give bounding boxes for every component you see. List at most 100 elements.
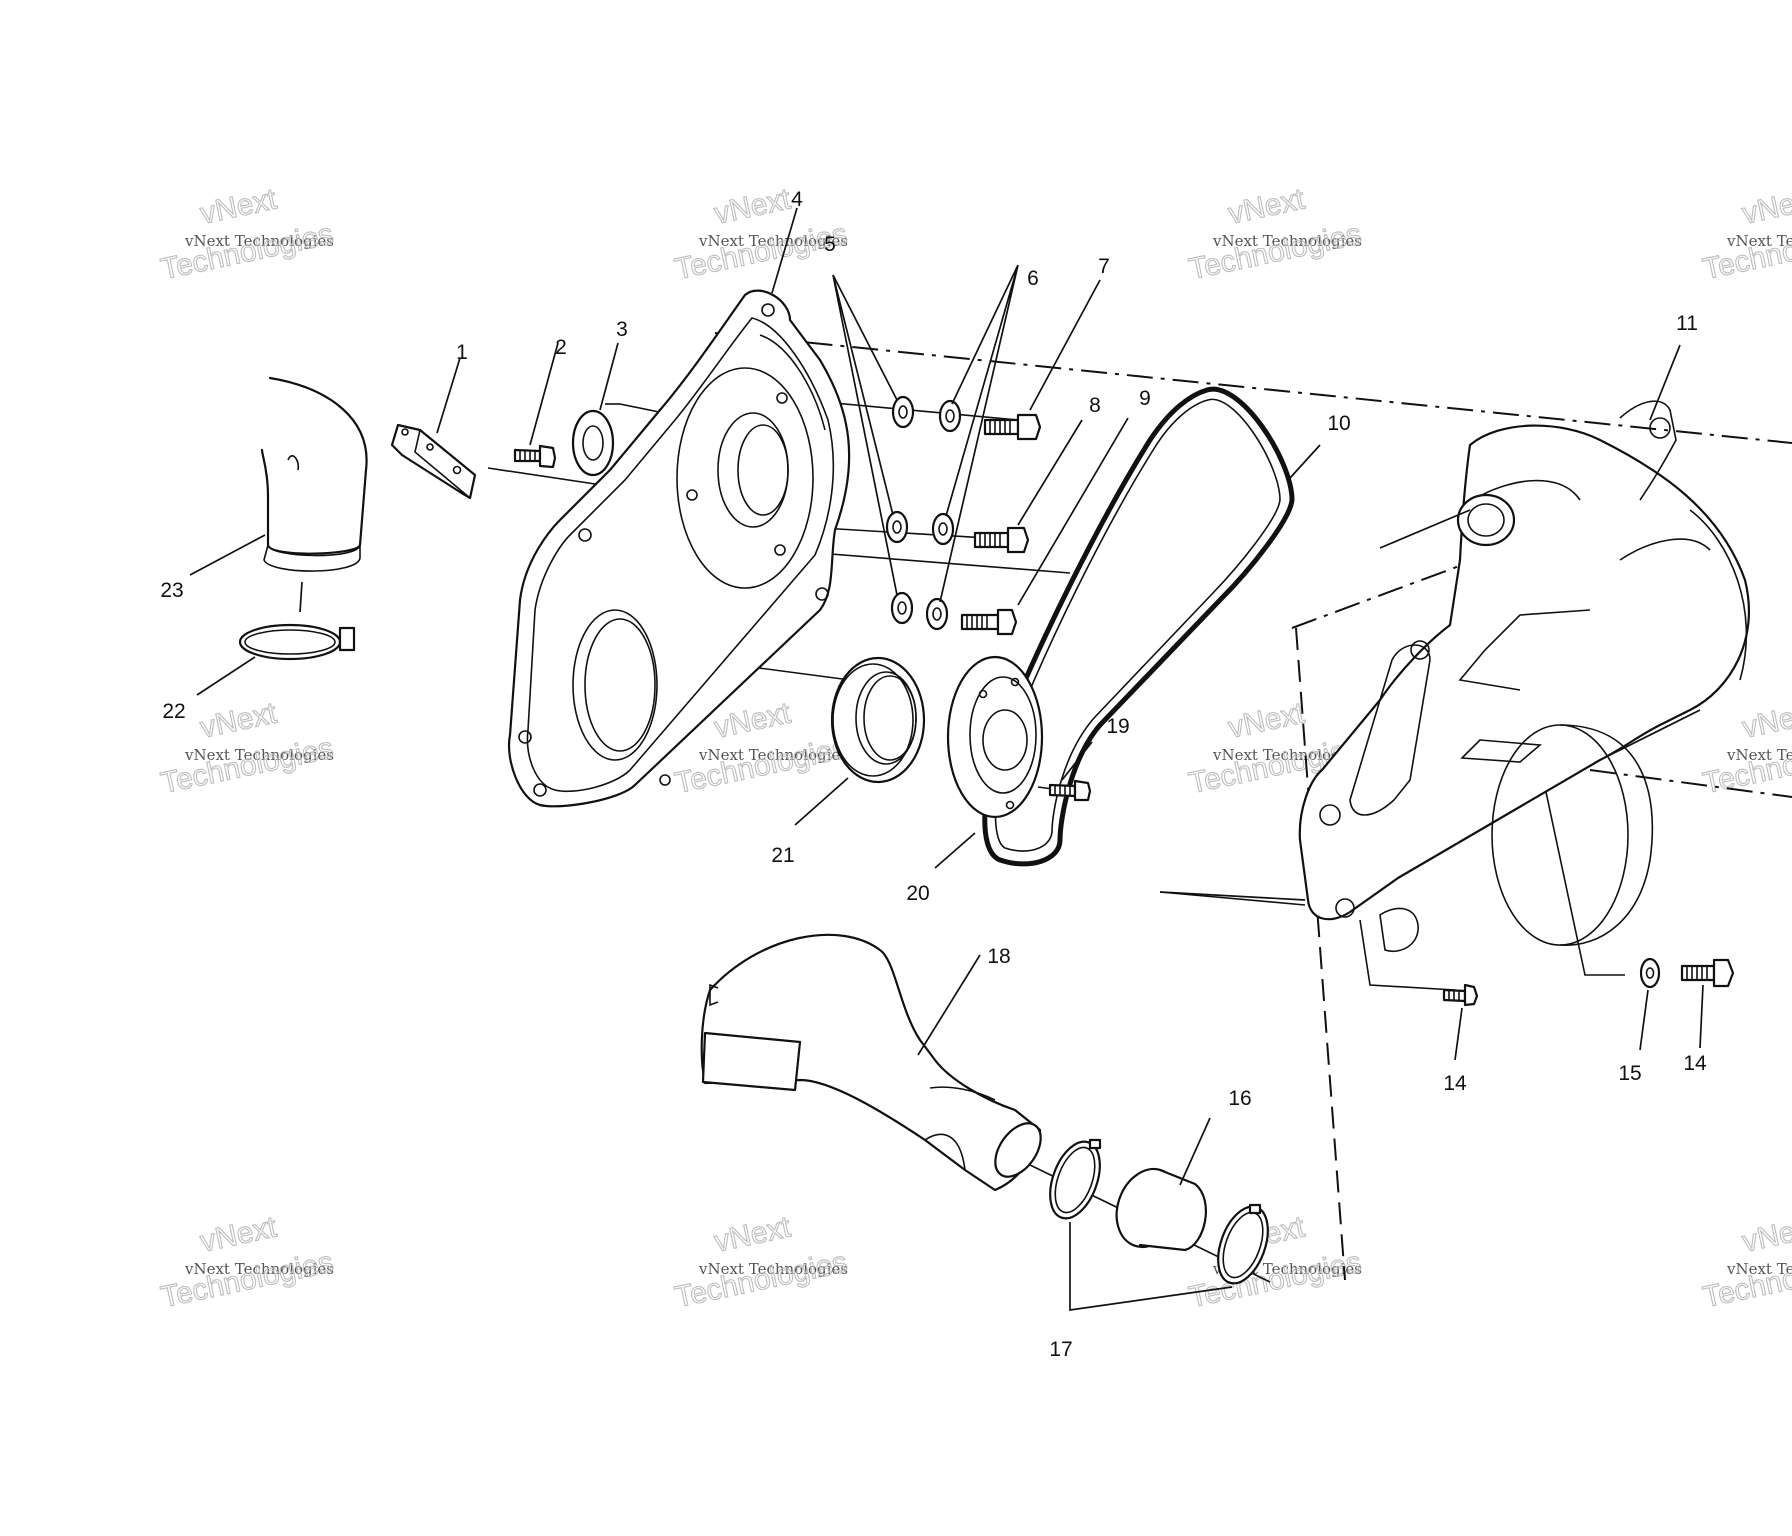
callout-9: 9 xyxy=(1139,387,1151,410)
leader-9 xyxy=(1017,417,1129,606)
washer-hole xyxy=(1645,967,1655,979)
watermark-outline-top: vNext xyxy=(197,1211,280,1259)
seal-outer xyxy=(830,656,926,784)
center-line-washer-3b xyxy=(619,403,665,414)
washer-6 xyxy=(925,597,949,631)
watermark-line: vNext Technologies xyxy=(698,746,848,764)
leader-15 xyxy=(1639,989,1649,1051)
clamp-left xyxy=(1049,1140,1101,1220)
duct-body xyxy=(700,933,1042,1192)
screw-head xyxy=(538,444,557,469)
part-5-washers xyxy=(832,274,915,625)
callout-2: 2 xyxy=(555,336,567,359)
washer-6-hole xyxy=(938,522,948,536)
watermark: vNext Technologies vNext Technologies xyxy=(1700,1210,1792,1315)
watermark-outline-bottom: Technologies xyxy=(1186,218,1364,287)
seal-plate-hole xyxy=(1010,677,1020,687)
leader-17 xyxy=(1069,1222,1233,1311)
watermark-outline-bottom: Technologies xyxy=(158,1246,336,1315)
washer-6-hole xyxy=(932,607,942,621)
bracket-fold xyxy=(414,429,471,499)
cover-mount-hole xyxy=(1335,898,1355,918)
callout-11: 11 xyxy=(1676,312,1698,335)
watermark-outline-bottom: Technologies xyxy=(158,732,336,801)
part-3-washer xyxy=(571,342,619,477)
plate-mount-hole xyxy=(659,774,671,786)
washer-5 xyxy=(890,591,914,625)
callout-14-right: 14 xyxy=(1683,1052,1707,1075)
cover-bottom-ear xyxy=(1379,907,1419,952)
callout-23: 23 xyxy=(160,579,183,602)
plate-mount-hole xyxy=(815,587,829,601)
watermark: vNext Technologies vNext Technologies xyxy=(158,182,337,287)
cover-mount-hole xyxy=(1319,804,1341,826)
cover-mount-hole xyxy=(1649,417,1671,439)
duct-body xyxy=(260,376,368,555)
callout-7: 7 xyxy=(1098,255,1110,278)
clamp-left-screw xyxy=(1088,1138,1102,1150)
watermark: vNext Technologies vNext Technologies xyxy=(1186,182,1365,287)
part-2-screw xyxy=(513,342,559,469)
washer-5-hole xyxy=(897,601,907,615)
watermark-line: vNext Technologies xyxy=(1726,232,1792,250)
watermark-line: vNext Technologies xyxy=(1212,746,1362,764)
bracket-hole xyxy=(426,443,434,451)
screw-threads xyxy=(519,450,536,461)
callout-4: 4 xyxy=(791,188,803,211)
watermark-line: vNext Technologies xyxy=(184,1260,334,1278)
part-9-bolt xyxy=(960,417,1129,636)
leader-2 xyxy=(529,342,559,446)
bolt-threads xyxy=(989,420,1011,434)
plate-mount-hole xyxy=(533,783,547,797)
leader-cover-edge xyxy=(1159,891,1306,901)
part-6-lock-washers xyxy=(925,264,1019,631)
leader-1 xyxy=(436,357,461,434)
part-16-boot xyxy=(1115,1117,1211,1252)
bracket-body xyxy=(390,423,477,500)
cover-outline xyxy=(1298,424,1750,921)
watermark-outline-top: vNext xyxy=(197,697,280,745)
plate-outline xyxy=(507,289,851,808)
duct-tab xyxy=(709,983,719,1007)
leader-23 xyxy=(189,534,266,576)
part-15-washer xyxy=(1639,957,1661,1051)
seal-plate-bore xyxy=(982,709,1028,771)
callout-14-lower: 14 xyxy=(1443,1072,1467,1095)
watermark: vNext Technologies vNext Technologies xyxy=(672,182,851,287)
bracket-hole xyxy=(401,428,409,436)
clamp-right-screw xyxy=(1248,1203,1262,1215)
plate-drive-bore xyxy=(572,609,658,761)
belt-inner xyxy=(994,398,1281,852)
watermark-line: vNext Technologies xyxy=(1212,232,1362,250)
cover-vent-bore xyxy=(1467,503,1505,537)
watermark-outline-top: vNext xyxy=(1225,697,1308,745)
watermark-line: vNext Technologies xyxy=(698,232,848,250)
part-14-bolt-right xyxy=(1680,958,1735,1049)
cover-label-recess xyxy=(1458,609,1591,691)
callout-10: 10 xyxy=(1327,412,1350,435)
watermark: vNext Technologies vNext Technologies xyxy=(1700,696,1792,801)
part-14-screw-lower xyxy=(1442,983,1479,1061)
leader-11 xyxy=(1649,344,1681,421)
watermark-outline-top: vNext xyxy=(1739,1211,1792,1259)
bolt-threads xyxy=(979,533,1001,547)
leader-14a xyxy=(1454,1007,1463,1061)
washer xyxy=(1639,957,1661,989)
bolt-head xyxy=(996,608,1018,636)
washer-5-hole xyxy=(898,405,908,419)
watermark-outline-top: vNext xyxy=(711,697,794,745)
leader-7 xyxy=(1029,279,1101,411)
duct-mouth xyxy=(701,1031,802,1092)
plate-driven-bore-inner xyxy=(737,424,789,516)
watermark-outline-top: vNext xyxy=(1739,697,1792,745)
leader-4 xyxy=(771,207,798,294)
part-8-bolt xyxy=(973,419,1083,554)
plate-inner-flange xyxy=(526,317,835,793)
screw-shank xyxy=(513,448,542,463)
bolt-threads xyxy=(966,615,988,629)
bolt-head xyxy=(1016,413,1042,441)
watermark-outline-bottom: Technologies xyxy=(672,732,850,801)
part-4-inner-plate xyxy=(507,207,851,808)
part-20-seal-plate xyxy=(934,655,1044,869)
